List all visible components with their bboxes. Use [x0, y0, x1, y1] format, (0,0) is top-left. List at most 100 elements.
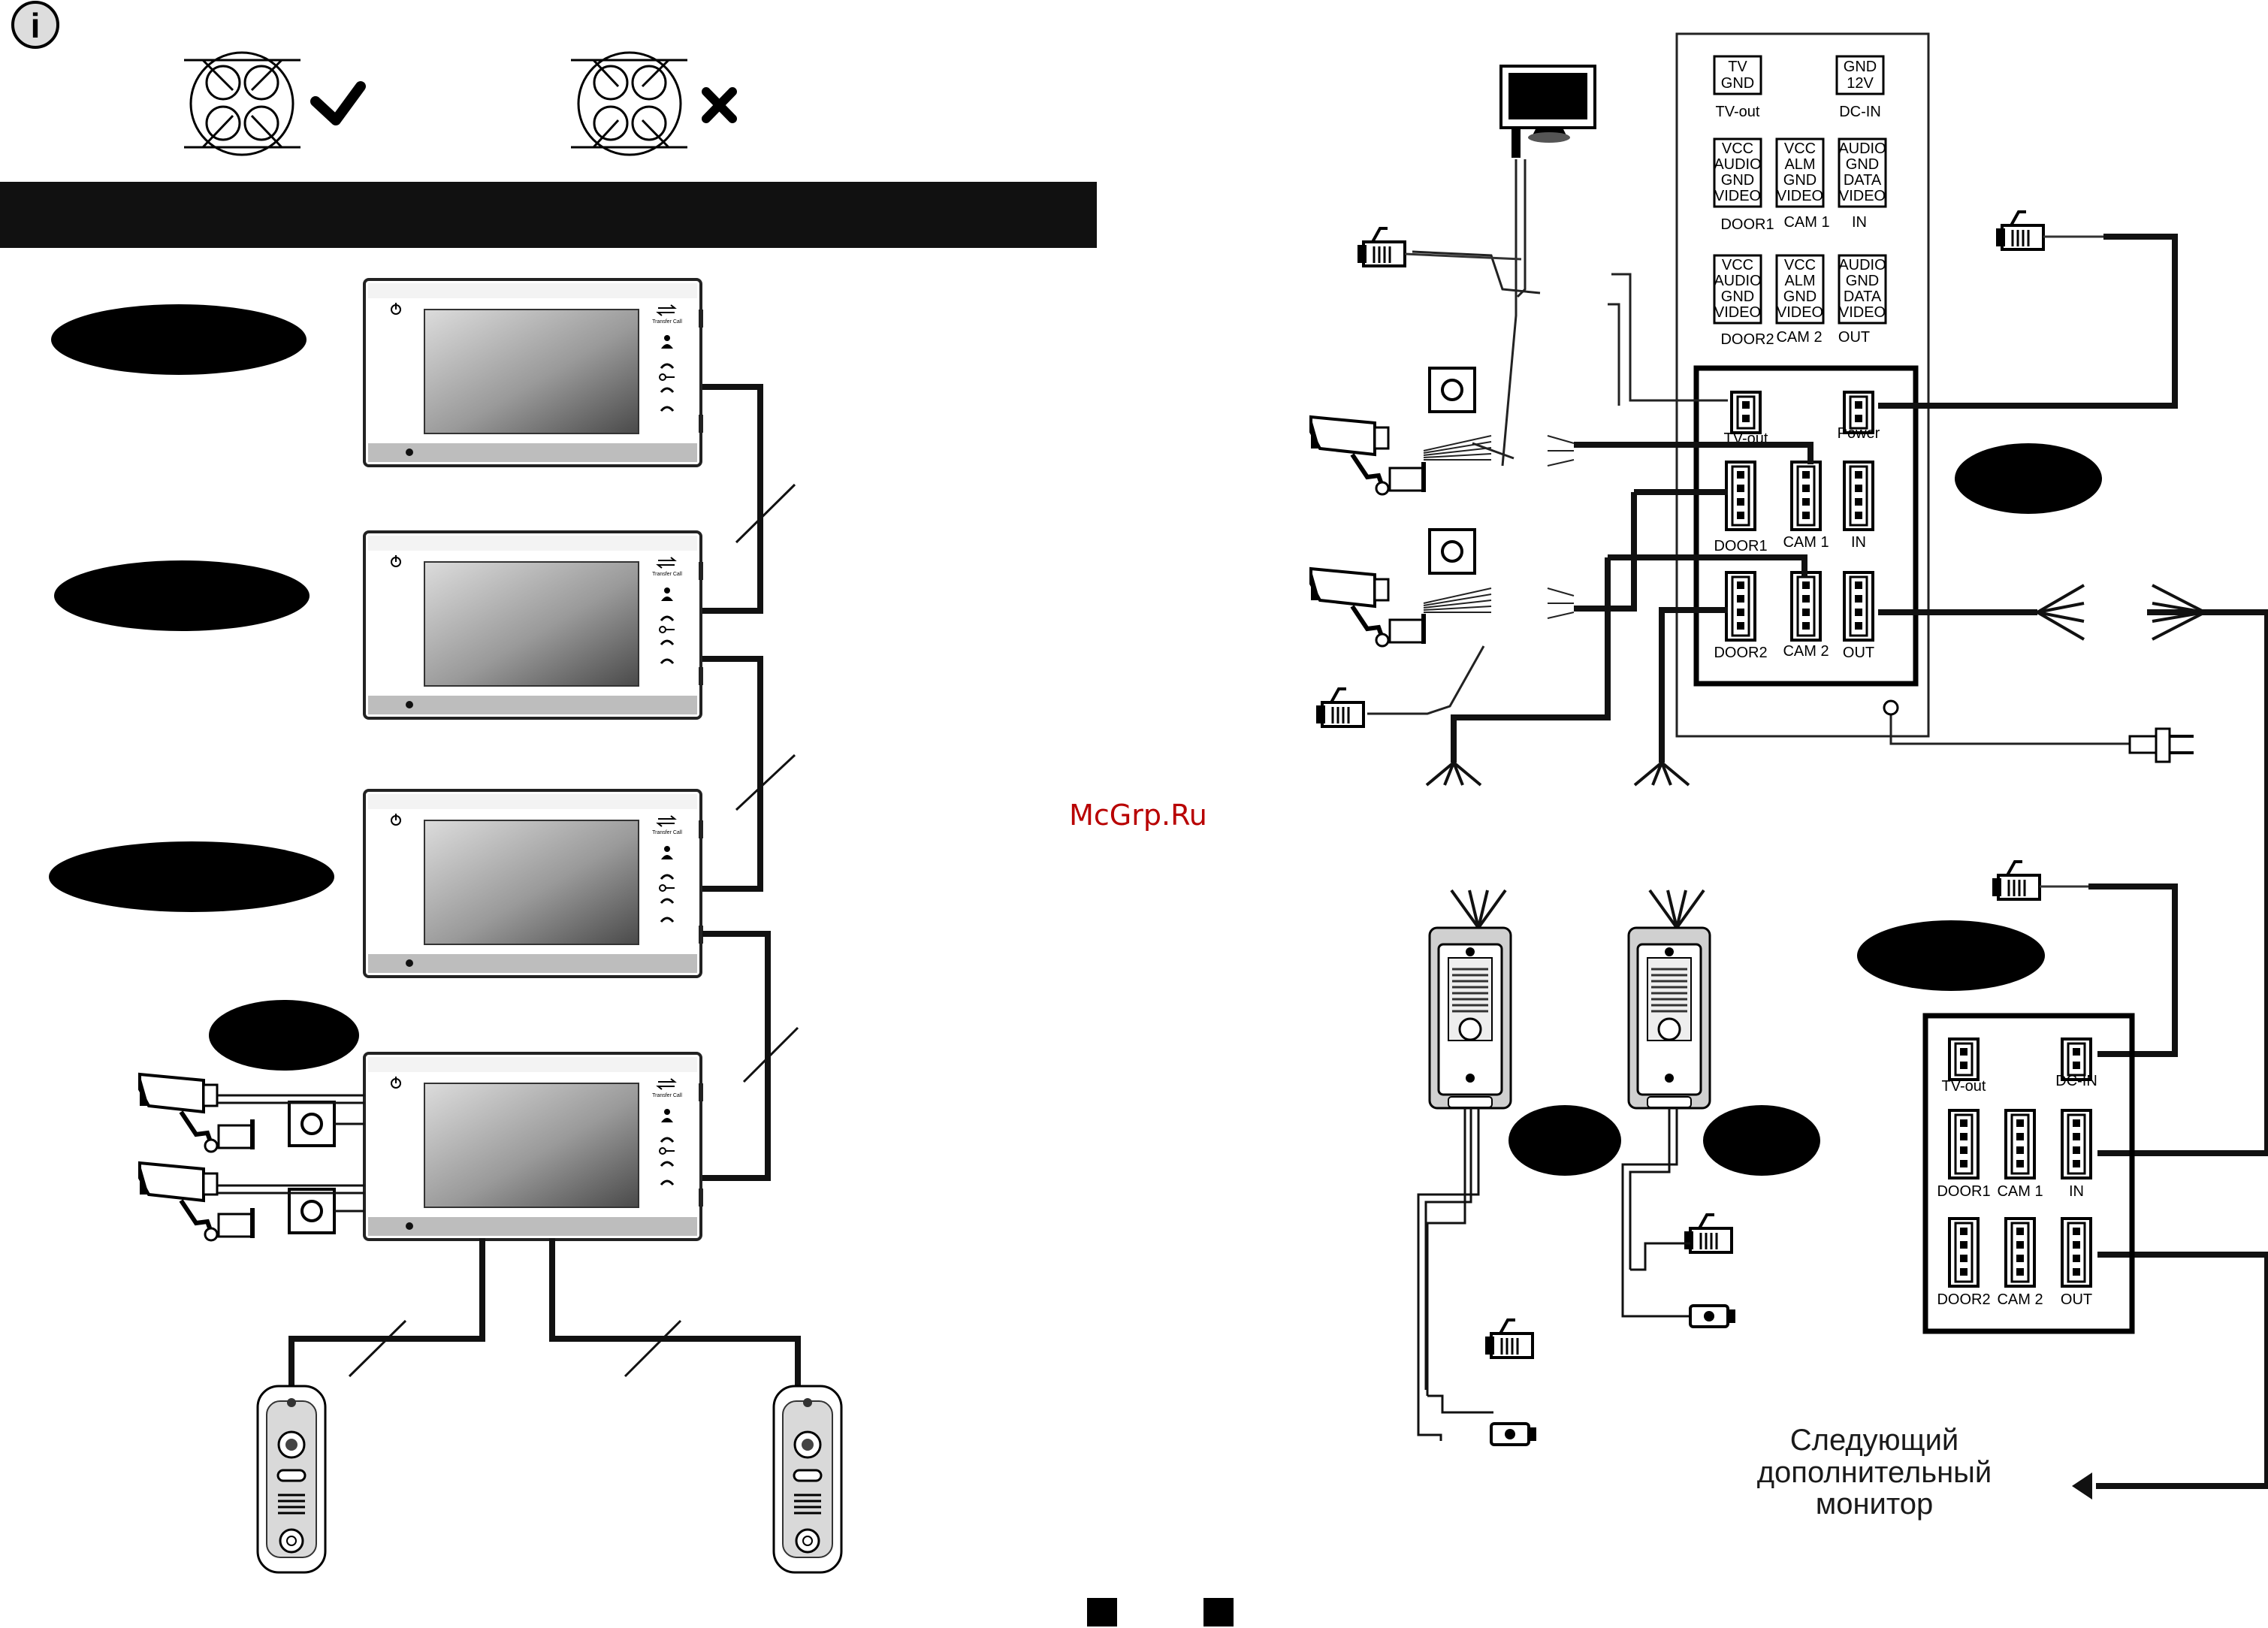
connector-wrong-icon [571, 51, 687, 156]
terminal-block-frame [1693, 365, 1919, 687]
power-connector: Power [1838, 391, 1880, 442]
key-icon [659, 373, 675, 381]
indoor-monitor-1: Transfer Call [363, 278, 703, 467]
electric-lock-icon [1689, 1304, 1735, 1328]
handset-icon [660, 615, 675, 621]
page-marker [1203, 1598, 1234, 1626]
handset-icon [660, 639, 675, 645]
header-band [0, 182, 1097, 248]
terminal-name: CAM 1 [1783, 214, 1829, 231]
dc-plug-icon [1357, 227, 1406, 267]
wire-fan-icon [1648, 889, 1705, 929]
connector-label: CAM 2 [1997, 1291, 2043, 1308]
handset-icon [660, 1137, 675, 1143]
transfer-call-icon [656, 304, 677, 316]
wire-fan-icon [2152, 584, 2206, 641]
monitor-screen [424, 1083, 639, 1208]
next-monitor-arrow [2072, 1472, 2111, 1500]
label-ovals [1508, 1105, 1820, 1176]
connector-label: CAM 2 [1783, 643, 1829, 660]
handset-icon [660, 363, 675, 369]
power-icon [391, 555, 401, 567]
key-icon [659, 884, 675, 892]
out-connector: OUT [2061, 1217, 2092, 1308]
info-icon: i [11, 1, 59, 49]
cam2-connector: CAM 2 [1997, 1217, 2043, 1308]
outdoor-panel-door2 [1627, 926, 1711, 1110]
dc-in-connector: DC-IN [2055, 1038, 2097, 1089]
connector-label: IN [2069, 1183, 2084, 1200]
label-ovals [49, 304, 359, 1071]
call-button [795, 1528, 820, 1554]
panel-cable [1629, 1108, 1671, 1270]
transfer-call-label: Transfer Call [652, 319, 682, 325]
camera-power-supply [288, 1188, 336, 1234]
page-marker [1087, 1598, 1117, 1626]
terminal-name: CAM 2 [1776, 329, 1822, 346]
watermark: McGrp.Ru [1069, 799, 1207, 832]
next-monitor-line1: Следующий [1790, 1424, 1959, 1457]
camera-1 [138, 1072, 255, 1153]
cam1-connector: CAM 1 [1997, 1109, 2043, 1200]
terminal-name: IN [1852, 214, 1867, 231]
cable-marks [348, 483, 799, 1378]
connector-label: DOOR2 [1937, 1291, 1990, 1308]
panel-cable [1417, 1108, 1480, 1397]
panel-cable [1621, 1108, 1678, 1277]
label-oval [1857, 920, 2045, 991]
connector-label: CAM 1 [1997, 1183, 2043, 1200]
dc-plug-icon [1992, 860, 2041, 901]
camera-2 [138, 1161, 255, 1242]
door2-connector: DOOR2 [1937, 1217, 1991, 1308]
connector-label: Power [1838, 425, 1880, 442]
terminal-name: DOOR1 [1720, 216, 1774, 233]
camera-wires [1423, 587, 1575, 619]
additional-monitor-terminals-frame [1922, 1013, 2135, 1334]
svg-text:i: i [31, 6, 41, 45]
power-icon [391, 814, 401, 826]
monitor-screen [424, 309, 639, 434]
transfer-call-icon [656, 1078, 677, 1090]
camera-cam2 [1309, 566, 1426, 648]
connector-label: DOOR1 [1937, 1183, 1990, 1200]
monitor-screen [424, 820, 639, 945]
terminal-name: TV-out [1716, 104, 1760, 120]
call-button [1657, 1017, 1681, 1041]
terminal-name: DC-IN [1839, 104, 1881, 120]
dc-plug-icon [1684, 1213, 1733, 1254]
handset-icon [660, 387, 675, 393]
door1-connector: DOOR1 [1937, 1109, 1991, 1200]
dc-plug-icon [1996, 210, 2045, 251]
indoor-monitor-2: Transfer Call [363, 530, 703, 720]
door1-connector: DOOR1 [1714, 461, 1768, 554]
connector-label: OUT [2061, 1291, 2092, 1308]
key-icon [659, 1147, 675, 1155]
user-icon [661, 335, 673, 349]
mains-plug-icon [1883, 699, 2194, 763]
indoor-monitor-3: Transfer Call [363, 789, 703, 978]
panel-cable [1424, 1108, 1472, 1390]
tv-out-connector: TV-out [1942, 1038, 1986, 1095]
camera-cam1 [1309, 415, 1426, 496]
user-icon [661, 587, 673, 601]
connector-correct-icon [184, 51, 300, 156]
connector-label: IN [1851, 534, 1866, 551]
camera-power-supply [1428, 367, 1476, 413]
wire-fan-icon [1633, 761, 1690, 787]
transfer-call-label: Transfer Call [652, 830, 682, 835]
handset-icon [660, 1179, 675, 1186]
panel-cable [1426, 1108, 1466, 1396]
